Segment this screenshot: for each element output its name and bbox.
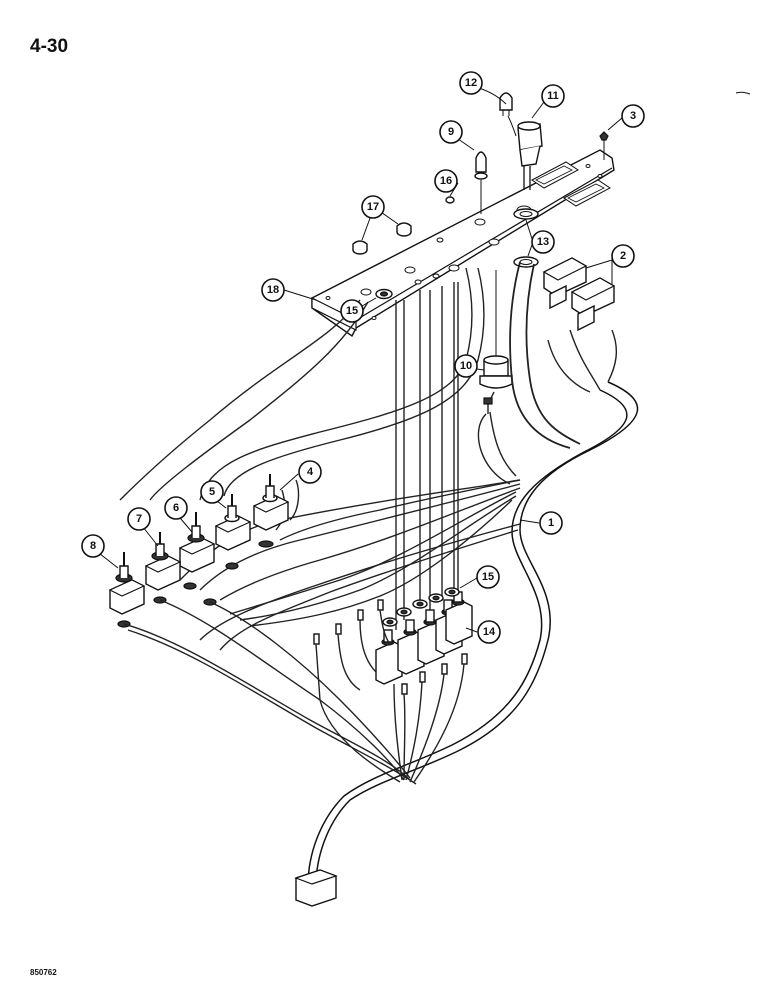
toggle-switch-5 — [214, 494, 252, 551]
callout-12: 12 — [459, 71, 483, 95]
callout-15-switches-label: 15 — [482, 571, 494, 583]
callout-11-label: 11 — [547, 90, 559, 102]
callout-13-label: 13 — [537, 236, 549, 248]
callout-16: 16 — [434, 169, 458, 193]
callout-3-label: 3 — [630, 110, 636, 122]
cigar-lighter-11 — [517, 121, 543, 190]
callout-15-panel: 15 — [340, 299, 364, 323]
callout-14: 14 — [477, 620, 501, 644]
toggle-switch-4 — [252, 474, 290, 531]
callout-15-switches: 15 — [476, 565, 500, 589]
indicator-light-10 — [479, 270, 513, 414]
callout-9-label: 9 — [448, 126, 454, 138]
indicator-lens-17b — [396, 222, 412, 237]
callout-14-label: 14 — [483, 626, 496, 638]
toggle-terminals — [117, 540, 417, 785]
harness-connector — [294, 869, 338, 907]
callout-2: 2 — [611, 244, 635, 268]
plug-16 — [445, 196, 455, 204]
push-switch-a — [375, 629, 403, 685]
callout-12-label: 12 — [465, 77, 477, 89]
bulb-12 — [499, 92, 513, 116]
indicator-lens-17a — [352, 240, 368, 255]
callout-17: 17 — [361, 195, 385, 219]
main-harness — [307, 261, 639, 881]
panel-switch-wires — [119, 267, 485, 630]
nut-13 — [513, 208, 539, 268]
indicator-light-9 — [474, 151, 488, 214]
callout-1: 1 — [539, 511, 563, 535]
callout-13: 13 — [531, 230, 555, 254]
callout-1-label: 1 — [548, 517, 554, 529]
push-switch-group-14 — [375, 591, 473, 685]
callout-5-label: 5 — [209, 486, 215, 498]
callout-8: 8 — [81, 534, 105, 558]
callout-9: 9 — [439, 120, 463, 144]
callout-17-label: 17 — [367, 201, 379, 213]
toggle-switch-7 — [144, 532, 182, 591]
rocker-switch-2a — [542, 257, 588, 310]
rocker-switch-2b — [570, 277, 616, 332]
washers-15 — [382, 587, 460, 627]
callout-8-label: 8 — [90, 540, 96, 552]
callout-11: 11 — [541, 84, 565, 108]
screw-3 — [599, 131, 609, 160]
callout-10-label: 10 — [460, 360, 472, 372]
callout-6-label: 6 — [173, 502, 179, 514]
push-switch-terminals — [313, 599, 468, 783]
drawing-code: 850762 — [30, 968, 57, 977]
callout-5: 5 — [200, 480, 224, 504]
callout-18-label: 18 — [267, 284, 279, 296]
callout-15-panel-label: 15 — [346, 305, 358, 317]
callout-4: 4 — [298, 460, 322, 484]
callout-10: 10 — [454, 354, 478, 378]
callout-6: 6 — [164, 496, 188, 520]
callout-7: 7 — [127, 507, 151, 531]
callout-16-label: 16 — [440, 175, 452, 187]
callout-3: 3 — [621, 104, 645, 128]
stray-mark — [735, 91, 751, 95]
toggle-switch-8 — [108, 552, 146, 615]
callout-4-label: 4 — [307, 466, 314, 478]
callout-2-label: 2 — [620, 250, 626, 262]
leader-lines — [94, 85, 623, 633]
callout-18: 18 — [261, 278, 285, 302]
push-switch-e — [445, 591, 473, 645]
toggle-switch-6 — [178, 512, 216, 573]
callout-7-label: 7 — [136, 513, 142, 525]
washer-15-panel — [375, 288, 393, 300]
page-number: 4-30 — [30, 36, 69, 57]
